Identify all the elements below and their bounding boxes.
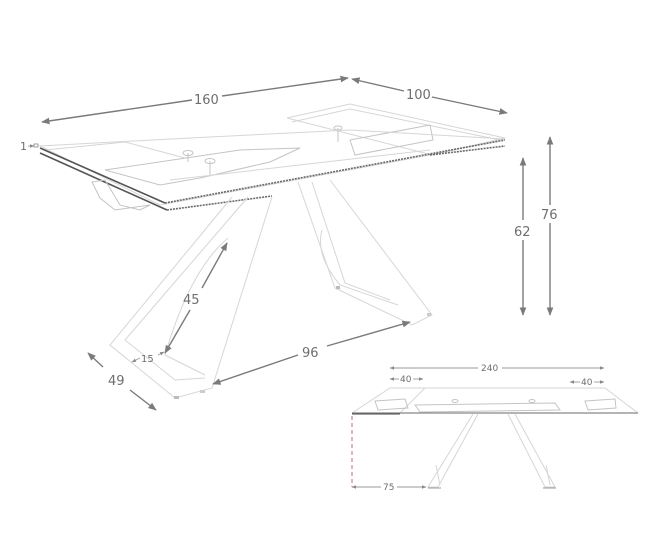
dim-length-label: 160 — [194, 93, 219, 108]
dimension-76: 76 — [541, 136, 558, 316]
right-leg — [297, 179, 433, 326]
dimension-62: 62 — [514, 157, 531, 316]
dim-foot-width-label: 15 — [141, 354, 154, 365]
mechanism-knob-1 — [182, 150, 194, 162]
mechanism-knob-2 — [204, 158, 216, 175]
dim-opening-label: 45 — [183, 293, 200, 308]
dim-table-height-label: 76 — [541, 208, 558, 223]
dim-extension-label: 100 — [406, 88, 431, 103]
extension-leaf — [286, 103, 506, 156]
dimension-96: 96 — [212, 320, 411, 385]
glass-top — [38, 129, 506, 211]
dim-leg-height-label: 62 — [514, 225, 531, 240]
dimension-40-left: 40 — [389, 375, 424, 385]
dimension-100: 100 — [351, 77, 508, 115]
dimension-40-right: 40 — [569, 378, 605, 388]
dimension-160: 160 — [41, 75, 349, 125]
dim-total-length-label: 240 — [481, 364, 498, 374]
dimension-75: 75 — [351, 483, 427, 493]
left-leg — [109, 196, 273, 399]
dim-right-extension-label: 40 — [581, 378, 593, 388]
main-table-view: 1 160 100 62 76 — [20, 75, 558, 411]
extended-view-inset: 240 40 40 — [351, 364, 639, 493]
dim-leg-spacing-label: 96 — [302, 346, 319, 361]
dim-overhang-label: 75 — [383, 483, 394, 493]
dimension-45: 45 — [164, 242, 228, 354]
dim-left-extension-label: 40 — [400, 375, 412, 385]
dim-depth-label: 49 — [108, 374, 125, 389]
dimension-49: 49 — [87, 352, 157, 411]
label-marker-1: 1 — [20, 140, 27, 153]
dimension-240: 240 — [389, 364, 605, 374]
dimension-15: 15 — [131, 351, 165, 365]
